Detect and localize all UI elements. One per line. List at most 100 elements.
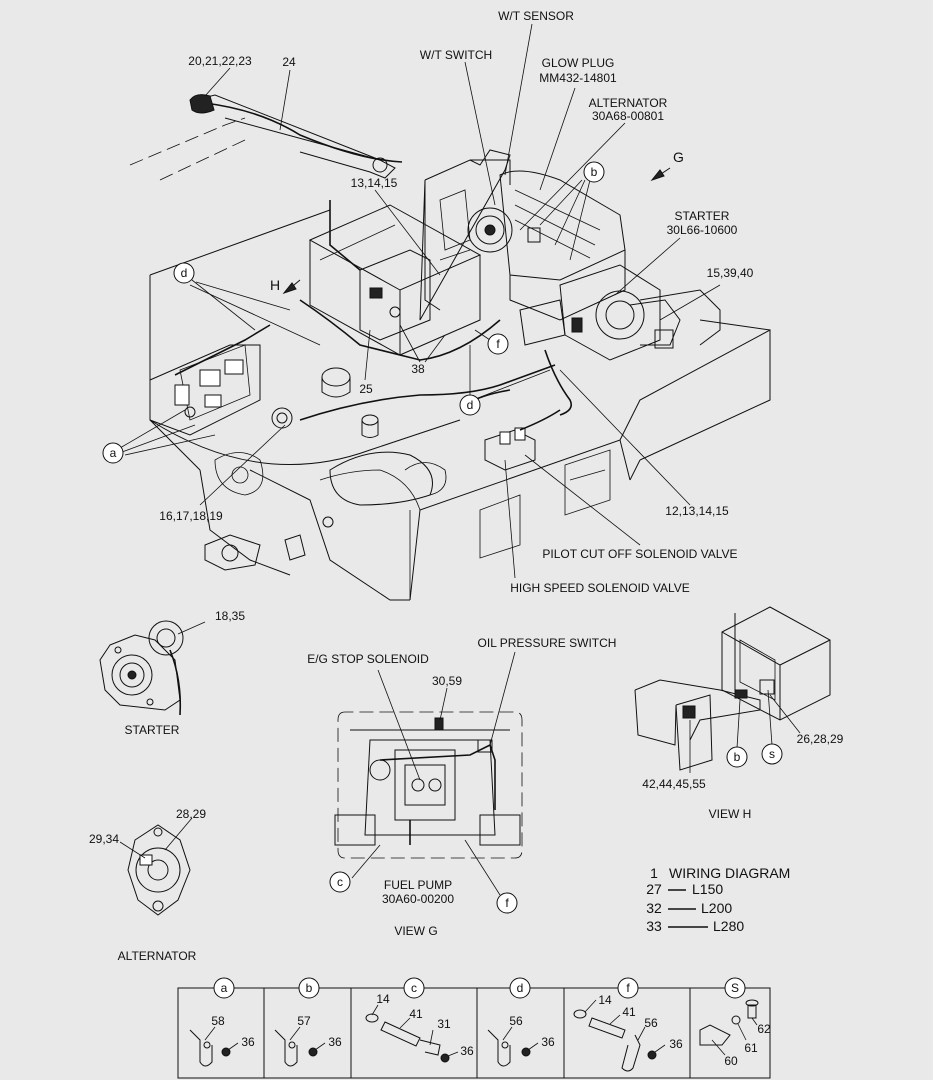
svg-text:62: 62 [757, 1022, 771, 1036]
svg-text:14: 14 [376, 992, 390, 1006]
engine-block [419, 149, 626, 321]
svg-text:32: 32 [646, 900, 662, 916]
svg-text:S: S [731, 981, 739, 995]
label-starter-pn: 30L66-10600 [667, 223, 738, 237]
svg-text:60: 60 [724, 1054, 738, 1068]
label-view-h: VIEW H [709, 807, 752, 821]
detail-a: a 58 36 [189, 977, 255, 1067]
svg-text:57: 57 [297, 1014, 311, 1028]
main-labels: W/T SENSOR W/T SWITCH GLOW PLUG MM432-14… [102, 9, 754, 595]
bubble-f-main: f [487, 333, 509, 355]
bubble-a-left: a [102, 442, 124, 464]
bubble-d-center: d [459, 394, 481, 416]
svg-text:41: 41 [622, 1005, 636, 1019]
part-28-29: 28,29 [176, 807, 206, 821]
svg-text:d: d [517, 981, 524, 995]
svg-text:36: 36 [460, 1044, 474, 1058]
part-16-19: 16,17,18,19 [159, 509, 223, 523]
label-oil-pressure: OIL PRESSURE SWITCH [478, 636, 617, 650]
svg-text:36: 36 [669, 1037, 683, 1051]
svg-text:61: 61 [744, 1041, 758, 1055]
bubble-b-view-h: b [726, 746, 748, 768]
part-12-15: 12,13,14,15 [665, 504, 729, 518]
part-38: 38 [411, 362, 425, 376]
part-24: 24 [282, 55, 296, 69]
arrow-h [282, 279, 301, 295]
chassis-frame [149, 209, 771, 601]
bubble-b-main: b [583, 161, 605, 183]
label-pilot-valve: PILOT CUT OFF SOLENOID VALVE [542, 547, 737, 561]
arrow-g [650, 167, 671, 182]
detail-f: f 14 41 56 36 [573, 977, 683, 1072]
svg-text:b: b [734, 750, 741, 764]
svg-text:b: b [591, 165, 598, 179]
label-high-speed-valve: HIGH SPEED SOLENOID VALVE [510, 581, 690, 595]
svg-text:56: 56 [509, 1014, 523, 1028]
part-42-55: 42,44,45,55 [642, 777, 706, 791]
bubble-s-view-h: s [761, 743, 783, 765]
svg-text:41: 41 [409, 1007, 423, 1021]
svg-text:c: c [337, 875, 343, 889]
label-view-g: VIEW G [394, 924, 437, 938]
misc-components [271, 349, 573, 471]
part-26-29: 26,28,29 [797, 732, 844, 746]
part-30-59: 30,59 [432, 674, 462, 688]
bubble-c-view-g: c [329, 871, 351, 893]
label-glow-plug: GLOW PLUG [542, 56, 615, 70]
part-18-35: 18,35 [215, 609, 245, 623]
svg-text:36: 36 [241, 1035, 255, 1049]
svg-text:36: 36 [328, 1035, 342, 1049]
svg-text:f: f [505, 896, 509, 910]
wiring-row: 27 L150 [646, 881, 723, 897]
svg-text:d: d [181, 266, 188, 280]
part-25: 25 [359, 382, 373, 396]
alternator-view: 28,29 29,34 ALTERNATOR [89, 807, 206, 963]
svg-text:36: 36 [541, 1035, 555, 1049]
svg-text:14: 14 [598, 993, 612, 1007]
leader-lines [119, 23, 721, 579]
starter-view: 18,35 STARTER [99, 609, 245, 737]
part-15-39-40: 15,39,40 [707, 266, 754, 280]
battery-box [149, 324, 271, 436]
wiring-row: 32 L200 [646, 900, 732, 916]
boom-outline [129, 94, 403, 181]
wiring-row: 33 L280 [646, 918, 744, 934]
label-wt-switch: W/T SWITCH [420, 48, 492, 62]
svg-text:56: 56 [644, 1016, 658, 1030]
part-13-15: 13,14,15 [351, 176, 398, 190]
label-starter-top: STARTER [675, 209, 730, 223]
svg-text:d: d [467, 398, 474, 412]
detail-b: b 57 36 [274, 977, 342, 1067]
label-arrow-g: G [673, 149, 684, 165]
svg-text:58: 58 [211, 1014, 225, 1028]
label-alternator-pn: 30A68-00801 [592, 109, 664, 123]
detail-strip: a 58 36 b 57 36 c [177, 977, 771, 1079]
label-eg-stop: E/G STOP SOLENOID [307, 652, 429, 666]
svg-text:f: f [496, 337, 500, 351]
detail-d: d 56 36 [487, 977, 555, 1067]
starter-assembly [519, 264, 721, 361]
control-box [299, 200, 501, 361]
view-h: 26,28,29 42,44,45,55 VIEW H b s [634, 606, 844, 821]
label-arrow-h: H [270, 277, 280, 293]
svg-text:31: 31 [437, 1017, 451, 1031]
label-alternator-top: ALTERNATOR [589, 96, 668, 110]
bubble-d-left: d [173, 262, 195, 284]
main-assembly [119, 23, 771, 601]
view-g: E/G STOP SOLENOID OIL PRESSURE SWITCH 30… [307, 636, 616, 938]
svg-text:a: a [110, 446, 117, 460]
label-fuel-pump: FUEL PUMP [384, 878, 452, 892]
svg-text:a: a [221, 981, 228, 995]
label-alternator-view: ALTERNATOR [118, 949, 197, 963]
svg-text:f: f [626, 981, 630, 995]
label-starter-view: STARTER [125, 723, 180, 737]
wiring-title: WIRING DIAGRAM [669, 865, 790, 881]
wiring-legend: 1 WIRING DIAGRAM 27 L150 32 L200 33 L280 [646, 865, 790, 934]
part-20-23: 20,21,22,23 [188, 54, 252, 68]
detail-c: c 14 41 31 36 [365, 977, 474, 1063]
svg-text:L200: L200 [701, 900, 732, 916]
svg-text:33: 33 [646, 918, 662, 934]
detail-s: S 62 61 60 [699, 977, 771, 1068]
wiring-title-num: 1 [650, 865, 658, 881]
